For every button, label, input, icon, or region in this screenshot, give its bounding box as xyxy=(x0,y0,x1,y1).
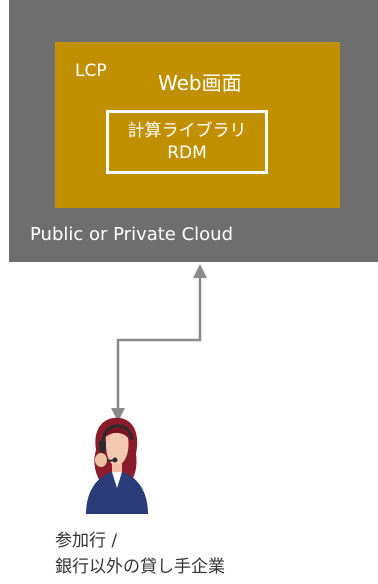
participant-bank-label: 参加行 / xyxy=(55,531,118,551)
non-bank-lender-label: 銀行以外の貸し手企業 xyxy=(55,557,225,577)
calc-library-box xyxy=(106,110,268,174)
calc-library-label: 計算ライブラリ xyxy=(127,121,247,141)
rdm-label: RDM xyxy=(167,143,207,163)
lcp-label: LCP xyxy=(75,61,107,81)
lcp-container xyxy=(55,42,340,208)
arrow-head-down xyxy=(111,408,125,422)
headset-operator-icon xyxy=(86,417,148,514)
arrow-head-up xyxy=(193,264,207,278)
cloud-label: Public or Private Cloud xyxy=(30,224,234,245)
web-screen-label: Web画面 xyxy=(158,71,242,95)
connector-path xyxy=(116,278,202,410)
